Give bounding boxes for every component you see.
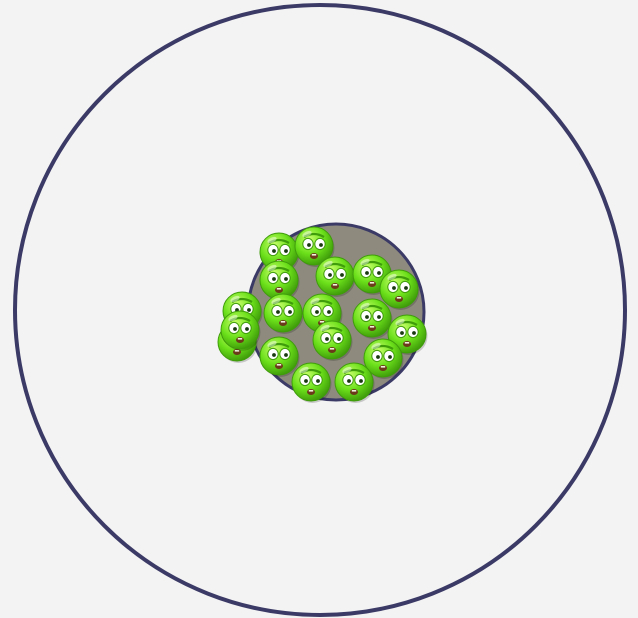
game-stage (0, 0, 638, 618)
game-board (0, 0, 638, 618)
